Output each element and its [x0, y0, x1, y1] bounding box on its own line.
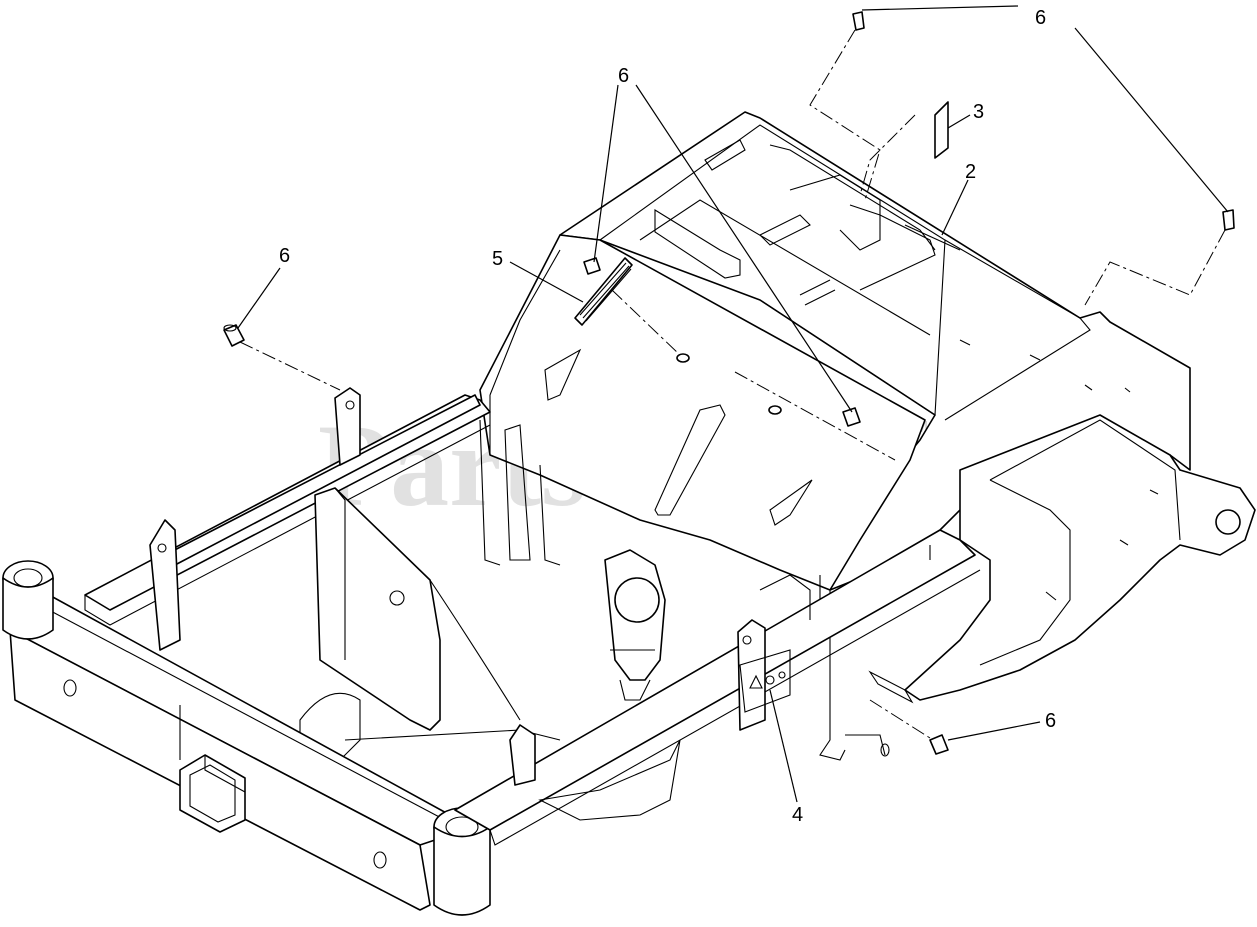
- callout-6-bottom-right: 6: [1045, 710, 1056, 732]
- callout-6-top-right: 6: [1035, 7, 1046, 29]
- bushing-bottom-right-shaft: [868, 670, 914, 704]
- bushing-bottom-right: [929, 734, 949, 755]
- reflector-item-5: [574, 257, 633, 326]
- callout-4: 4: [792, 804, 803, 826]
- frame-small-gusset: [149, 519, 181, 651]
- frame-inner-bracket: [509, 724, 536, 786]
- leader-lines: [237, 5, 1229, 803]
- decal-item-3: [934, 101, 949, 159]
- frame-left-gusset: [314, 487, 441, 731]
- callout-3: 3: [973, 101, 984, 123]
- small-parts: [223, 11, 1235, 755]
- frame-decal-bracket: [737, 619, 766, 731]
- bushing-center-2: [768, 405, 782, 415]
- strip-item-2: [904, 224, 961, 251]
- clip-top-right: [1222, 209, 1235, 231]
- phantom-lines: [239, 29, 1226, 739]
- callouts: 6 6 3 2 6 5 6 4: [279, 7, 1056, 826]
- bushing-center-1: [676, 353, 690, 363]
- clip-top-left: [852, 11, 865, 31]
- mower-frame: [2, 111, 1256, 916]
- callout-2: 2: [965, 161, 976, 183]
- bushing-left: [223, 324, 245, 347]
- frame-right-main-rail: [454, 529, 976, 831]
- callout-5: 5: [492, 248, 503, 270]
- frame-right-rail: [904, 414, 1256, 701]
- frame-left-bracket: [334, 387, 361, 466]
- bushing-center-4: [583, 257, 601, 275]
- bushing-center-3: [842, 407, 861, 427]
- callout-6-left: 6: [279, 245, 290, 267]
- callout-6-center: 6: [618, 65, 629, 87]
